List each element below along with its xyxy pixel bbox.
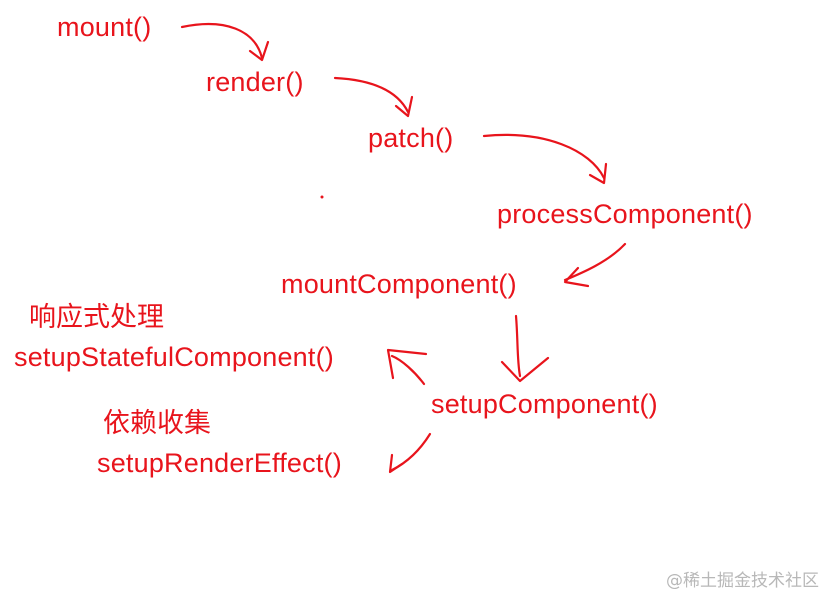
arrow-render-to-patch <box>333 76 410 114</box>
node-setup-component: setupComponent() <box>431 389 658 419</box>
stray-dot <box>320 195 324 199</box>
note-reactive-processing: 响应式处理 <box>29 302 164 333</box>
arrowhead-render-to-patch <box>394 95 414 118</box>
watermark-text: @稀土掘金技术社区 <box>666 571 819 591</box>
arrowhead-mount-to-render <box>248 40 270 62</box>
node-mount-component: mountComponent() <box>281 269 517 299</box>
node-mount: mount() <box>57 12 152 42</box>
arrow-process-to-mount-component <box>563 242 627 282</box>
arrow-setup-component-to-render-effect <box>390 432 432 472</box>
arrowhead-setup-component-to-stateful <box>386 348 428 380</box>
arrowhead-process-to-mount-component <box>563 266 590 288</box>
arrow-setup-component-to-stateful <box>390 354 426 386</box>
node-patch: patch() <box>368 123 454 153</box>
node-process-component: processComponent() <box>497 199 753 229</box>
note-dependency-collection: 依赖收集 <box>103 408 211 439</box>
arrowhead-patch-to-process <box>588 162 608 185</box>
arrowhead-mount-component-to-setup-component <box>500 356 550 383</box>
arrow-mount-component-to-setup-component <box>514 314 522 378</box>
node-setup-render-effect: setupRenderEffect() <box>97 448 342 478</box>
arrowhead-setup-component-to-render-effect <box>388 453 404 474</box>
node-setup-stateful-component: setupStatefulComponent() <box>14 342 334 372</box>
node-render: render() <box>206 67 304 97</box>
arrow-mount-to-render <box>180 23 264 60</box>
arrow-patch-to-process <box>482 133 606 180</box>
